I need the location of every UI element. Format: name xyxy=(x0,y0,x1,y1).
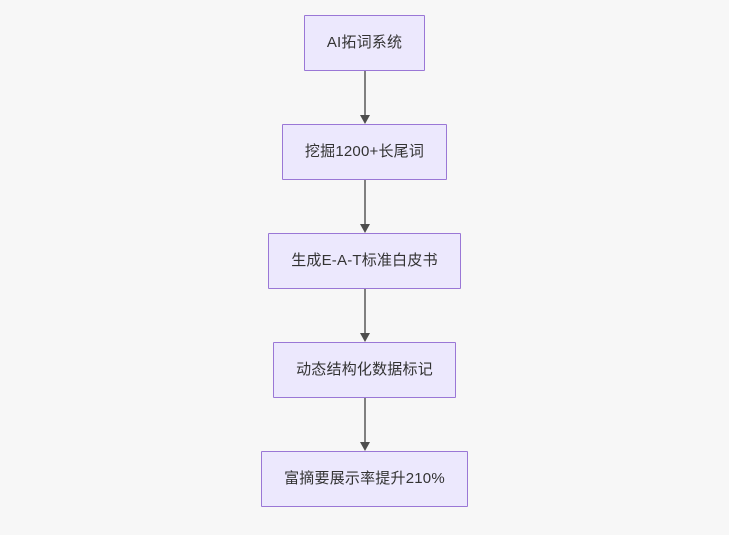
node-label: 富摘要展示率提升210% xyxy=(284,470,445,487)
arrow-down-icon xyxy=(359,224,370,233)
flowchart-edge-4 xyxy=(359,398,371,451)
arrow-down-icon xyxy=(359,442,370,451)
edge-line xyxy=(363,71,366,117)
edge-line xyxy=(363,180,366,226)
flowchart-node-structured-data-markup[interactable]: 动态结构化数据标记 xyxy=(273,342,456,398)
flowchart-edge-1 xyxy=(359,71,371,124)
node-label: AI拓词系统 xyxy=(326,34,403,51)
flowchart-node-eat-whitepaper[interactable]: 生成E-A-T标准白皮书 xyxy=(268,233,461,289)
flowchart-node-rich-snippet-result[interactable]: 富摘要展示率提升210% xyxy=(261,451,468,507)
node-label: 生成E-A-T标准白皮书 xyxy=(291,252,438,269)
arrow-down-icon xyxy=(359,115,370,124)
flowchart-node-longtail-keywords[interactable]: 挖掘1200+长尾词 xyxy=(281,124,448,180)
arrow-down-icon xyxy=(359,333,370,342)
node-label: 动态结构化数据标记 xyxy=(296,361,433,378)
node-label: 挖掘1200+长尾词 xyxy=(304,143,425,160)
edge-line xyxy=(363,289,366,335)
flowchart-edge-3 xyxy=(359,289,371,342)
edge-line xyxy=(363,398,366,444)
flowchart-edge-2 xyxy=(359,180,371,233)
flowchart-node-ai-keyword-system[interactable]: AI拓词系统 xyxy=(303,15,426,71)
